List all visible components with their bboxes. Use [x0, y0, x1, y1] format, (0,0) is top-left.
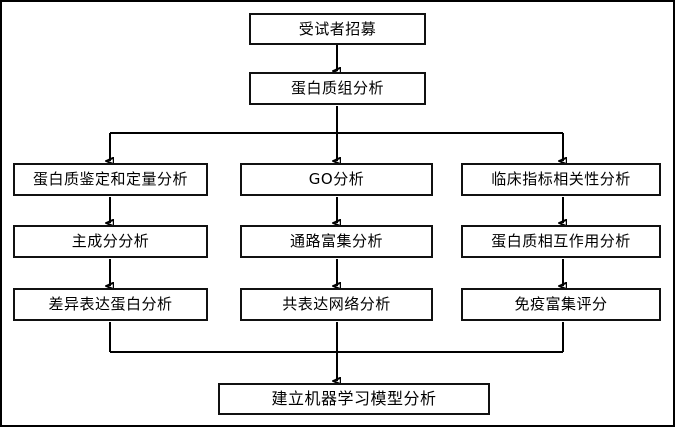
node-pathway-enrichment-label: 通路富集分析	[289, 232, 383, 250]
node-go-analysis-label: GO分析	[308, 170, 365, 188]
node-protein-identification-quantification[interactable]: 蛋白质鉴定和定量分析	[13, 163, 208, 196]
node-machine-learning-model-label: 建立机器学习模型分析	[271, 389, 437, 408]
node-start[interactable]: 受试者招募	[249, 13, 426, 45]
node-machine-learning-model[interactable]: 建立机器学习模型分析	[218, 383, 490, 415]
node-coexpression-network[interactable]: 共表达网络分析	[240, 288, 433, 321]
node-go-analysis[interactable]: GO分析	[240, 163, 433, 196]
node-pathway-enrichment[interactable]: 通路富集分析	[240, 225, 433, 258]
node-protein-interaction[interactable]: 蛋白质相互作用分析	[461, 225, 661, 258]
node-clinical-correlation[interactable]: 临床指标相关性分析	[461, 163, 661, 196]
node-differential-expression[interactable]: 差异表达蛋白分析	[13, 288, 208, 321]
node-coexpression-network-label: 共表达网络分析	[282, 295, 391, 313]
node-protein-identification-quantification-label: 蛋白质鉴定和定量分析	[32, 170, 188, 188]
node-proteomics-analysis[interactable]: 蛋白质组分析	[249, 72, 426, 105]
node-pca[interactable]: 主成分分析	[13, 225, 208, 258]
node-immune-enrichment-score-label: 免疫富集评分	[514, 295, 608, 313]
node-protein-interaction-label: 蛋白质相互作用分析	[491, 232, 631, 250]
node-clinical-correlation-label: 临床指标相关性分析	[491, 170, 631, 188]
node-pca-label: 主成分分析	[71, 232, 150, 250]
node-start-label: 受试者招募	[298, 19, 377, 38]
node-proteomics-analysis-label: 蛋白质组分析	[290, 79, 384, 97]
node-immune-enrichment-score[interactable]: 免疫富集评分	[461, 288, 661, 321]
node-differential-expression-label: 差异表达蛋白分析	[48, 295, 173, 313]
